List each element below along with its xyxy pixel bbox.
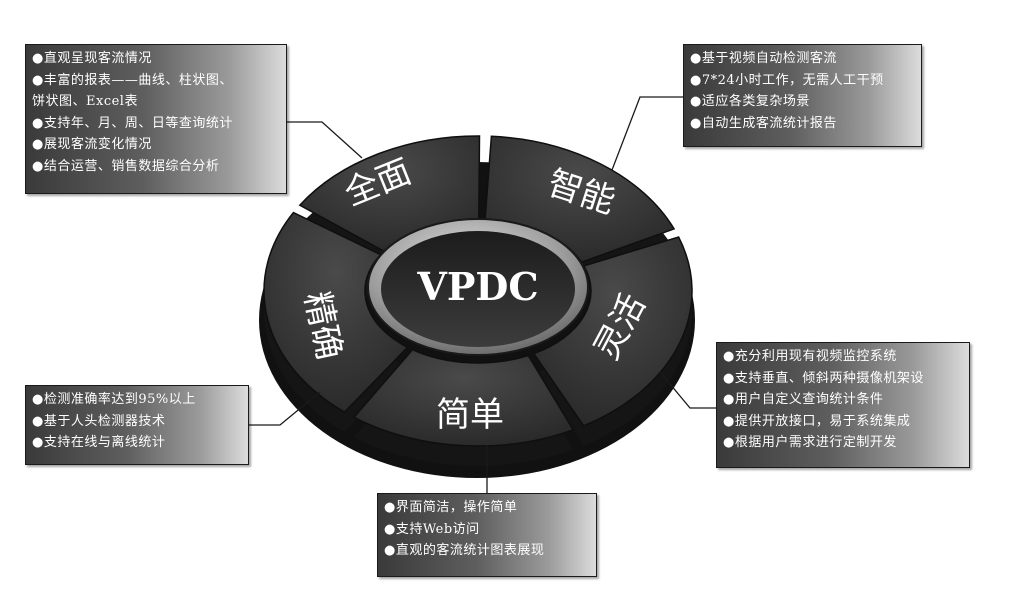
feature-item: ●适应各类复杂场景 xyxy=(690,94,810,109)
feature-item: ●支持Web访问 xyxy=(384,521,480,537)
segment-jingque xyxy=(263,211,409,414)
leader-line-zhineng xyxy=(611,96,683,171)
leader-line-quanmian xyxy=(285,121,363,159)
feature-item: ●直观的客流统计图表展现 xyxy=(384,543,545,558)
feature-item: ●提供开放接口，易于系统集成 xyxy=(723,413,911,429)
feature-box-linghuo: ●充分利用现有视频监控系统 ●支持垂直、倾斜两种摄像机架设 ●用户自定义查询统计条件… xyxy=(716,342,970,468)
feature-item: ●支持在线与离线统计 xyxy=(32,435,166,450)
feature-item: ●支持垂直、倾斜两种摄像机架设 xyxy=(723,370,924,386)
segment-jiandan xyxy=(352,348,575,447)
feature-item: ●展现客流变化情况 xyxy=(32,137,152,152)
feature-item: ●支持年、月、周、日等查询统计 xyxy=(32,115,233,131)
feature-item: ●结合运营、销售数据综合分析 xyxy=(32,158,220,174)
feature-item: ●基于视频自动检测客流 xyxy=(690,51,837,66)
hub-inner xyxy=(381,231,575,347)
center-label: VPDC xyxy=(416,264,538,309)
feature-box-jiandan: ●界面简洁，操作简单 ●支持Web访问 ●直观的客流统计图表展现 xyxy=(377,493,597,577)
feature-item: ●用户自定义查询统计条件 xyxy=(723,392,884,407)
feature-item: ●自动生成客流统计报告 xyxy=(690,115,837,131)
leader-lines xyxy=(249,96,716,493)
feature-item: ●7*24小时工作，无需人工干预 xyxy=(690,72,884,88)
leader-line-jingque xyxy=(249,391,321,426)
feature-item: ●根据用户需求进行定制开发 xyxy=(723,435,897,450)
segment-label-jiandan: 简单 xyxy=(436,395,504,435)
segment-linghuo xyxy=(532,236,693,427)
feature-item: ●充分利用现有视频监控系统 xyxy=(723,349,897,364)
feature-item: ●基于人头检测器技术 xyxy=(32,413,166,429)
feature-item: 饼状图、Excel表 xyxy=(32,94,138,109)
feature-item: ●检测准确率达到95%以上 xyxy=(32,392,196,407)
feature-item: ●直观呈现客流情况 xyxy=(32,51,152,66)
feature-item: ●界面简洁，操作简单 xyxy=(384,500,518,515)
feature-item: ●丰富的报表——曲线、柱状图、 xyxy=(32,72,233,88)
center-hub: VPDC xyxy=(367,218,589,356)
feature-box-zhineng: ●基于视频自动检测客流 ●7*24小时工作，无需人工干预 ●适应各类复杂场景 ●自动生… xyxy=(683,44,922,147)
feature-box-jingque: ●检测准确率达到95%以上 ●基于人头检测器技术 ●支持在线与离线统计 xyxy=(25,385,249,465)
feature-box-quanmian: ●直观呈现客流情况 ●丰富的报表——曲线、柱状图、饼状图、Excel表 ●支持年、月… xyxy=(25,44,287,194)
ring-segments xyxy=(263,135,693,466)
leader-line-linghuo xyxy=(659,371,716,409)
